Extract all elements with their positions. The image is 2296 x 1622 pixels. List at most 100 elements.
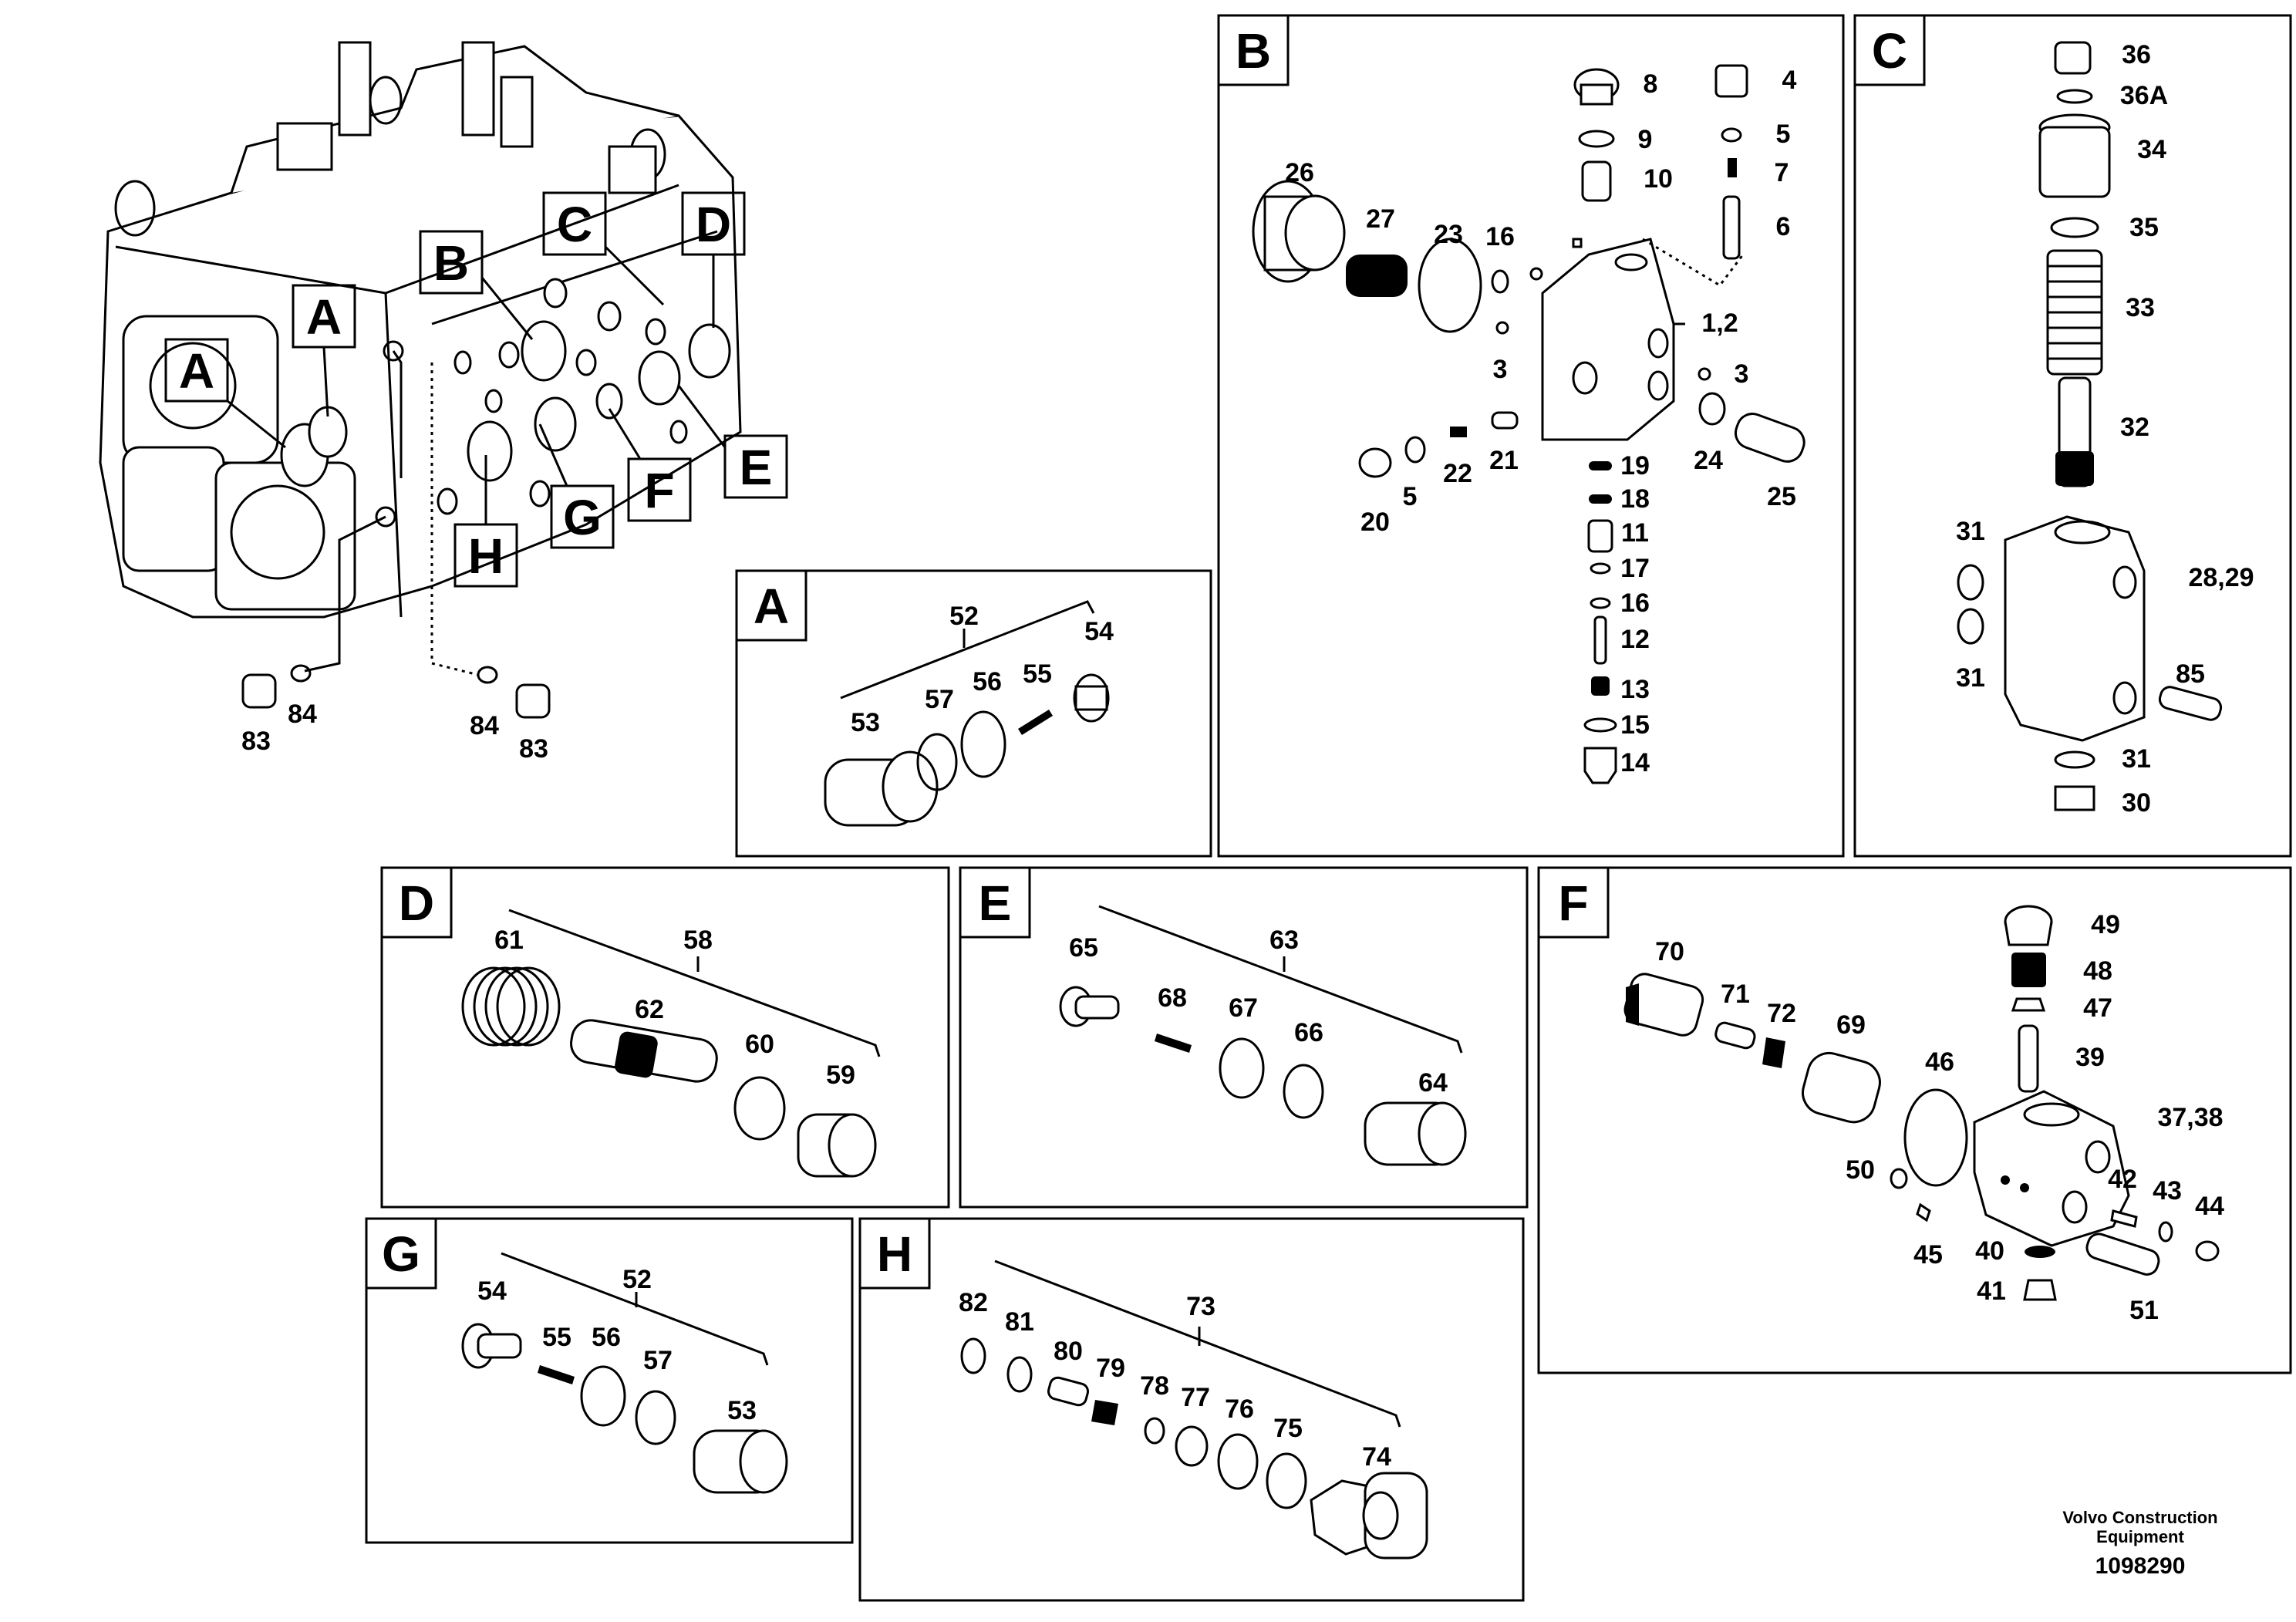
part-callout: 33 [2126,293,2155,322]
part-callout: 25 [1767,482,1796,511]
part-callout: 52 [622,1265,652,1294]
part-callout: 46 [1925,1047,1954,1077]
part-callout: 79 [1096,1354,1125,1383]
panel-letter: E [979,875,1012,931]
part-callout: 69 [1836,1010,1866,1040]
part-callout: 15 [1620,710,1650,740]
part-callout: 11 [1621,518,1649,548]
panel-letter: B [1236,23,1271,79]
part-callout: 53 [727,1396,757,1425]
part-callout: 1,2 [1701,309,1738,338]
part-callout: 40 [1975,1236,2004,1266]
part-callout: 27 [1366,204,1395,234]
part-callout: 85 [2176,659,2205,689]
part-callout: 35 [2129,213,2159,242]
overview-letter-box [550,484,615,549]
valve-assembly-overview [99,41,742,719]
part-callout: 48 [2083,956,2112,986]
part-callout: 60 [745,1030,774,1059]
panel-d: D 58 61 62 60 59 [380,866,950,1209]
part-callout: 5 [1776,120,1791,149]
overview-letter-label: A [179,343,214,399]
part-callout: 54 [1084,617,1114,646]
part-callout: 67 [1229,993,1258,1023]
part-callout: 64 [1418,1068,1448,1098]
part-callout: 24 [1694,446,1723,475]
part-callout: 66 [1294,1018,1323,1047]
part-callout: 65 [1069,933,1098,963]
part-callout: 39 [2075,1043,2105,1072]
overview-letter-box [164,338,229,403]
part-callout: 34 [2137,135,2166,164]
part-callout: 53 [851,708,880,737]
part-callout: 55 [542,1323,571,1352]
part-callout: 78 [1140,1371,1169,1401]
part-callout: 57 [925,685,954,714]
part-callout: 56 [973,667,1002,696]
panel-a: A 52 53 54 55 56 57 [735,569,1212,858]
part-callout: 20 [1360,508,1390,537]
brand-line-2: Equipment [2096,1527,2184,1546]
part-callout: 5 [1403,482,1418,511]
part-callout: 63 [1269,926,1299,955]
panel-letter: C [1872,23,1907,79]
part-callout: 16 [1620,588,1650,618]
part-callout: 18 [1620,484,1650,514]
part-callout: 71 [1721,980,1750,1009]
part-callout: 16 [1485,222,1515,251]
panel-b: B 4 5 7 6 8 9 10 26 27 23 [1217,14,1845,858]
part-callout: 68 [1158,983,1187,1013]
panel-f: F 49 48 47 39 70 71 72 69 46 37,38 50 42 [1537,866,2292,1374]
part-callout: 13 [1620,675,1650,704]
overview-letter-label: G [563,490,602,545]
part-callout: 73 [1186,1292,1215,1321]
part-callout: 59 [826,1061,855,1090]
part-callout: 70 [1655,937,1684,966]
part-callout: 74 [1362,1442,1391,1472]
part-callout: 84 [470,711,499,740]
part-callout: 3 [1735,359,1749,389]
part-callout: 37,38 [2157,1103,2223,1132]
part-callout: 44 [2195,1192,2224,1221]
part-callout: 58 [683,926,713,955]
part-callout: 45 [1913,1240,1943,1270]
part-callout: 19 [1620,451,1650,481]
part-callout: 49 [2091,910,2120,939]
part-callout: 28,29 [2188,563,2254,592]
overview-letter-box [419,230,484,295]
panel-letter: A [754,578,789,634]
panel-c: C 36 36A 34 35 33 32 31 31 28,29 85 31 3… [1853,14,2292,858]
part-callout: 47 [2083,993,2112,1023]
part-callout: 30 [2122,788,2151,818]
panel-letter: H [877,1226,912,1282]
overview-letter-label: E [740,440,773,495]
part-callout: 26 [1285,158,1314,187]
part-callout: 57 [643,1346,673,1375]
part-callout: 36 [2122,40,2151,69]
part-callout: 31 [1956,663,1985,693]
part-callout: 55 [1023,659,1052,689]
part-callout: 77 [1181,1383,1210,1412]
part-callout: 22 [1443,459,1472,488]
drawing-number: 1098290 [2095,1553,2186,1579]
part-callout: 31 [2122,744,2151,774]
part-callout: 8 [1644,69,1658,99]
overview-letter-label: B [433,235,469,291]
overview-letter-label: C [557,197,592,252]
overview-callouts: A A B C D E F G H 83 84 84 [164,191,788,764]
overview-letter-label: H [468,528,504,584]
part-callout: 4 [1782,66,1797,95]
panel-letter: F [1558,875,1588,931]
part-callout: 12 [1620,625,1650,654]
overview-letter-label: F [644,463,674,518]
overview-letter-box [627,457,692,522]
part-callout: 84 [288,700,317,729]
part-callout: 83 [519,734,548,764]
part-callout: 80 [1054,1337,1083,1366]
panel-letter: D [399,875,434,931]
part-callout: 36A [2120,81,2168,110]
panel-e: E 63 65 68 67 66 64 [959,866,1529,1209]
part-callout: 83 [241,727,271,756]
part-callout: 42 [2108,1165,2137,1194]
part-callout: 9 [1638,125,1653,154]
